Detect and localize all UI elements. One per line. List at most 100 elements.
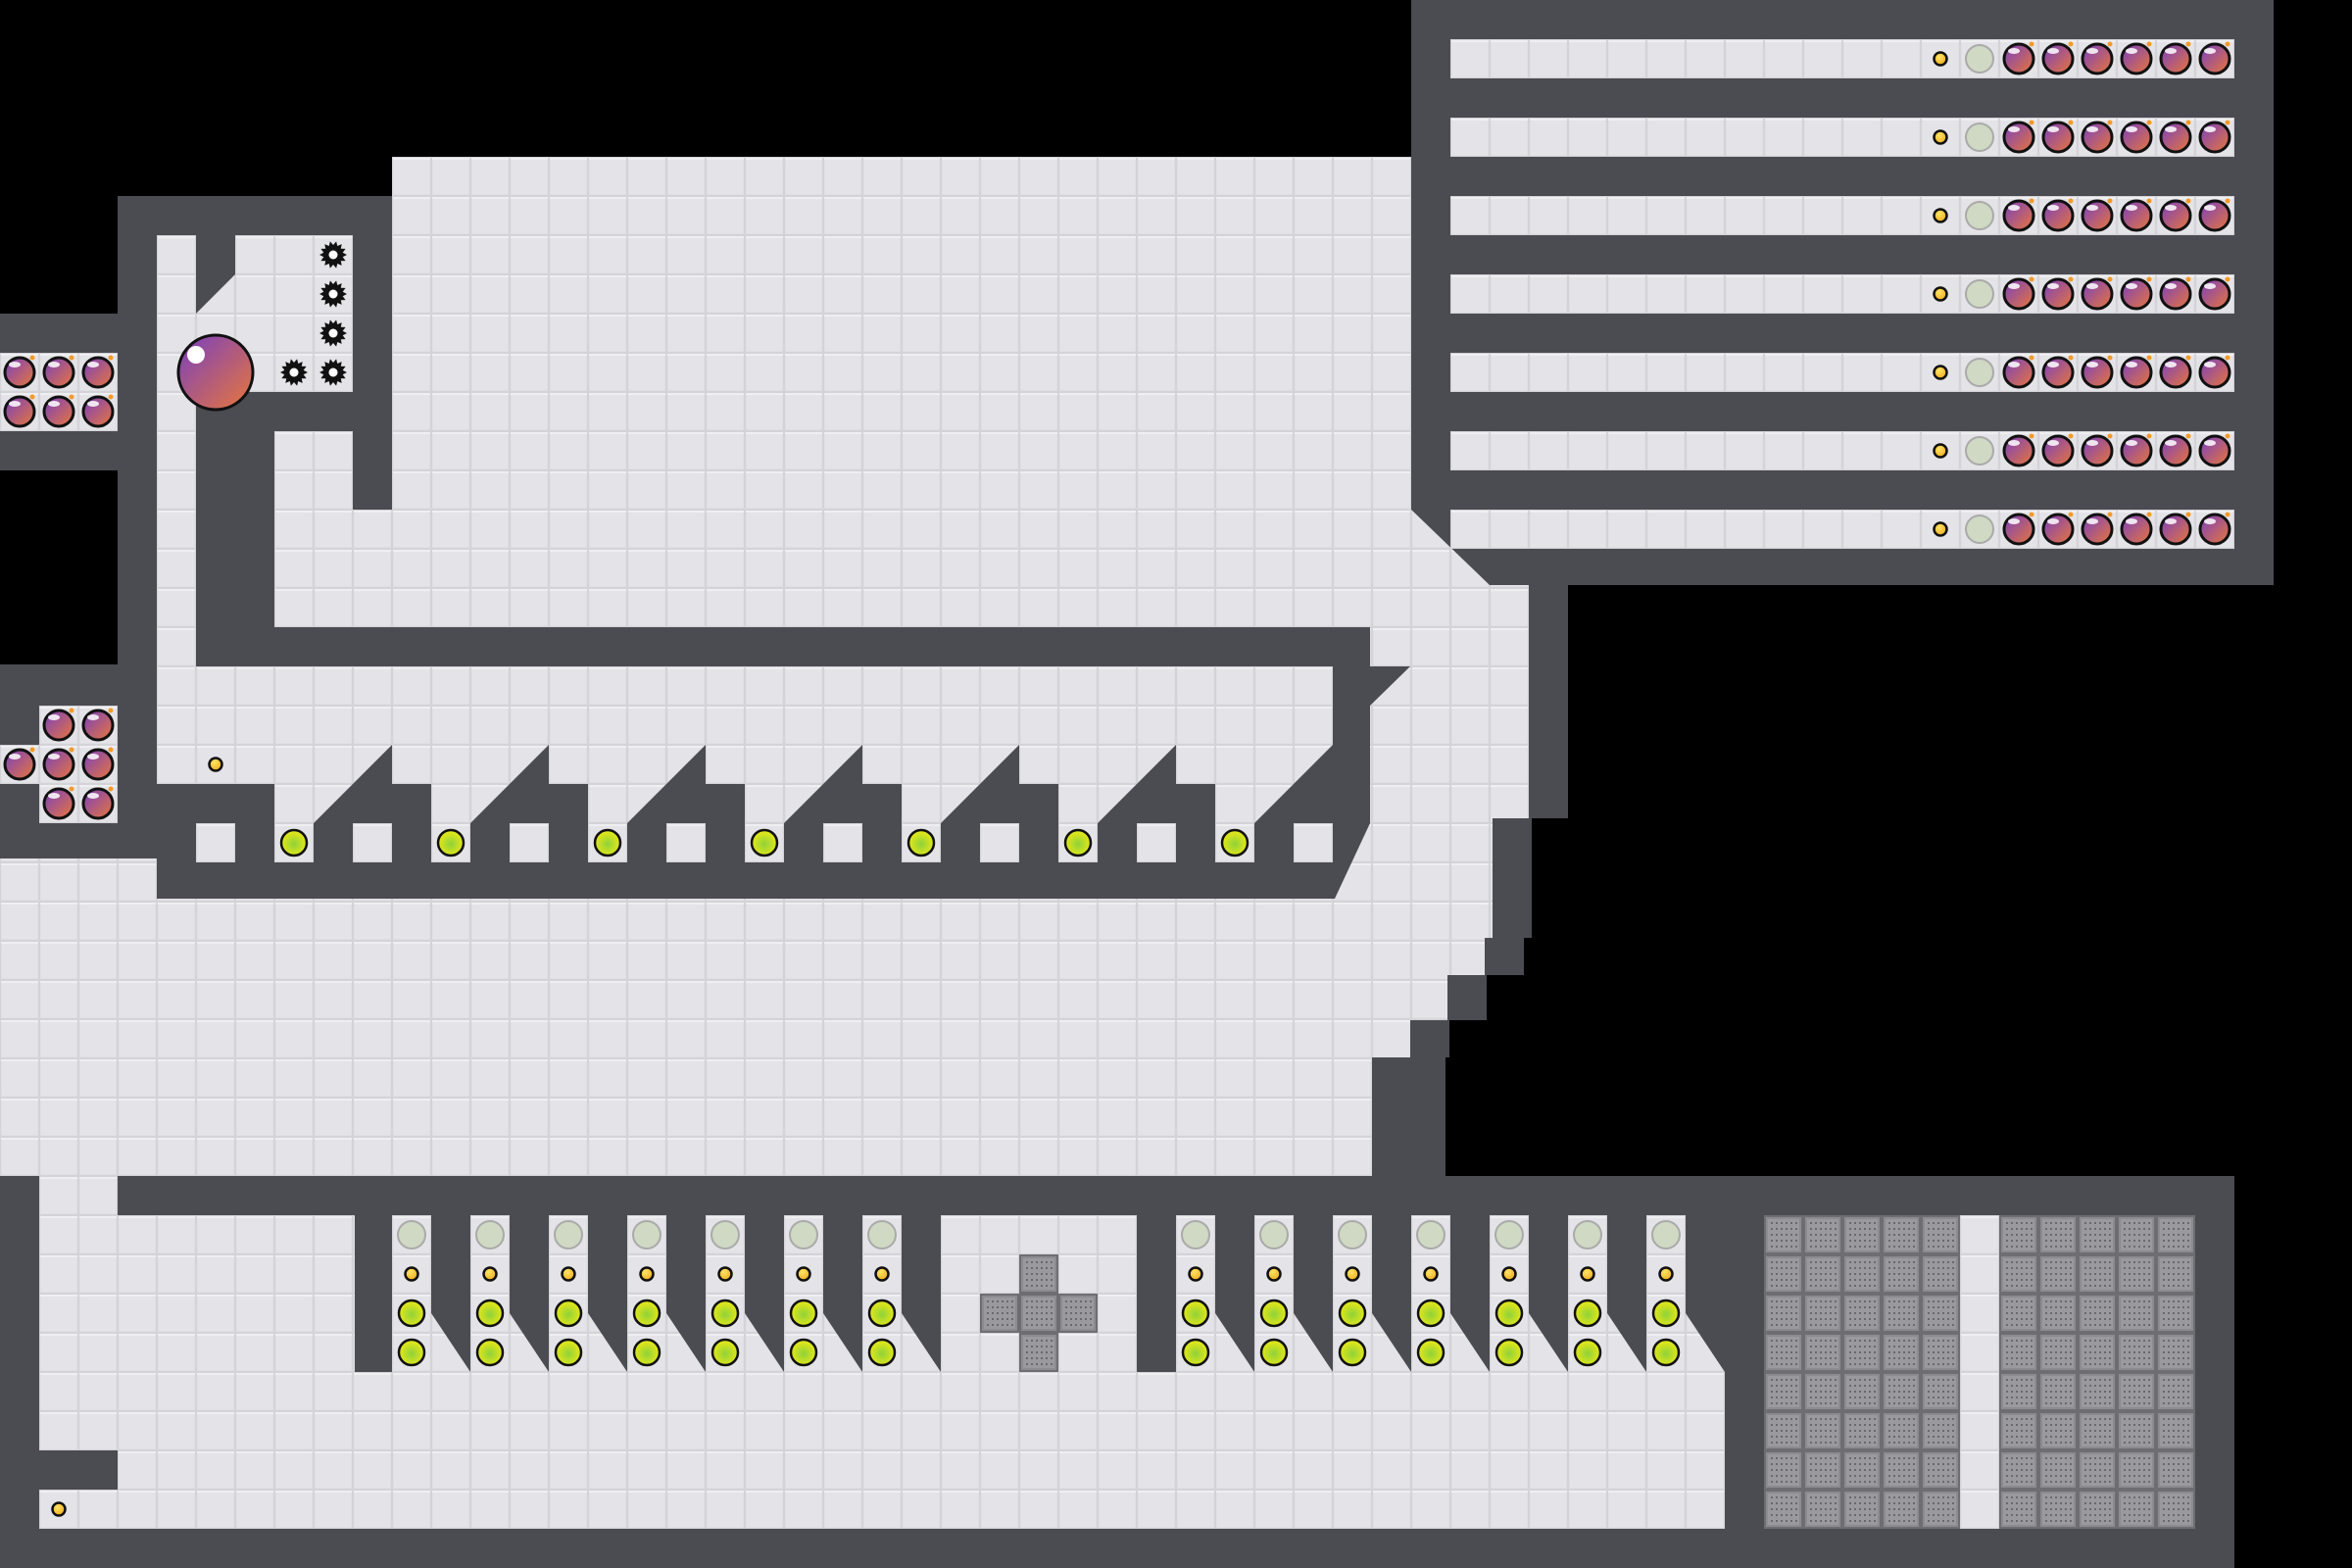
floor-box-hole [666,823,706,862]
green-orb-icon [1259,1298,1289,1328]
bomb-icon [81,394,115,428]
gem-icon [1423,1266,1439,1282]
empty-socket-icon [1965,201,1994,230]
green-orb-icon [1338,1298,1367,1328]
floor-box-hole [353,823,392,862]
bomb-icon [2081,433,2114,467]
empty-socket-icon [789,1220,818,1250]
bomb-icon [2002,512,2035,546]
empty-socket-icon [1181,1220,1210,1250]
wall-room-divider [196,235,235,274]
green-orb-icon [632,1298,662,1328]
chamber-slot [1176,1215,1254,1372]
green-orb-icon [1573,1298,1602,1328]
level-items [3,41,2231,1517]
bomb-icon [2120,120,2153,154]
bomb-icon [2041,198,2075,232]
green-orb-icon [1494,1338,1524,1367]
empty-socket-icon [1965,279,1994,309]
bomb-icon [2041,276,2075,311]
bomb-icon [2159,198,2192,232]
green-orb-icon [475,1338,505,1367]
bomb-icon [2198,120,2231,154]
bomb-icon [2002,276,2035,311]
bomb-icon [2081,276,2114,311]
gem-icon [1266,1266,1282,1282]
bomb-icon [3,394,36,428]
metal-block-grid [980,1215,2195,1529]
bomb-icon [2081,198,2114,232]
empty-socket-icon [710,1220,740,1250]
bomb-icon [2198,512,2231,546]
bomb-icon [2120,433,2153,467]
empty-socket-icon [1965,514,1994,544]
wall-bottom-stub [39,1450,118,1490]
bomb-icon [2120,512,2153,546]
green-orb-icon [1063,828,1093,858]
bomb-icon [2002,41,2035,75]
bomb-icon [81,355,115,389]
floor-box-hole [1137,823,1176,862]
gear-icon [319,319,347,347]
bomb-icon [2198,41,2231,75]
gem-icon [639,1266,655,1282]
green-orb-icon [710,1298,740,1328]
chamber-slot [392,1215,470,1372]
floor-panel-row [1450,274,2234,314]
floor-box-hole [1294,823,1333,862]
wall-comb-top-band [235,627,1370,666]
green-orb-icon [593,828,622,858]
metal-gap [1960,1215,1999,1529]
floor-panel-row [1450,39,2234,78]
empty-socket-icon [1416,1220,1446,1250]
gear-icon [319,359,347,386]
bomb-icon [42,786,75,820]
green-orb-icon [1651,1298,1681,1328]
gem-icon [874,1266,890,1282]
green-orb-icon [867,1298,897,1328]
gem-icon [1933,365,1948,380]
green-orb-icon [1416,1298,1446,1328]
green-orb-icon [397,1298,426,1328]
chamber-slot [706,1215,784,1372]
bomb-icon [2120,198,2153,232]
floor-panel-row [1450,510,2234,549]
bomb-icon [2198,355,2231,389]
bomb-icon [2159,355,2192,389]
green-orb-icon [789,1298,818,1328]
empty-socket-icon [1965,122,1994,152]
gem-icon [1580,1266,1595,1282]
floor-panel-row [1450,118,2234,157]
bomb-icon [2198,198,2231,232]
metal-blocks-left [1764,1215,1960,1529]
floor-panel-row [1450,196,2234,235]
gem-icon [208,757,223,772]
green-orb-icon [1651,1338,1681,1367]
green-orb-icon [279,828,309,858]
chamber-slot [784,1215,862,1372]
gem-icon [1933,208,1948,223]
metal-cross-horizontal [980,1294,1098,1333]
bomb-icon [42,394,75,428]
bomb-icon [2198,276,2231,311]
bomb-icon [42,708,75,742]
wall-stub [353,196,392,510]
gear-icon [319,280,347,308]
gear-icon [280,359,308,386]
floor-box-hole [823,823,862,862]
bomb-icon [42,747,75,781]
floor-box-hole [196,823,235,862]
bomb-icon [2081,512,2114,546]
green-orb-icon [475,1298,505,1328]
green-orb-icon [867,1338,897,1367]
bomb-icon [2159,512,2192,546]
green-orb-icon [1573,1338,1602,1367]
green-orb-icon [750,828,779,858]
floor-bottom-entry [39,1176,118,1215]
bomb-icon [2081,41,2114,75]
green-orb-icon [1416,1338,1446,1367]
empty-socket-icon [1573,1220,1602,1250]
bomb-icon [2120,355,2153,389]
green-orb-icon [1220,828,1250,858]
